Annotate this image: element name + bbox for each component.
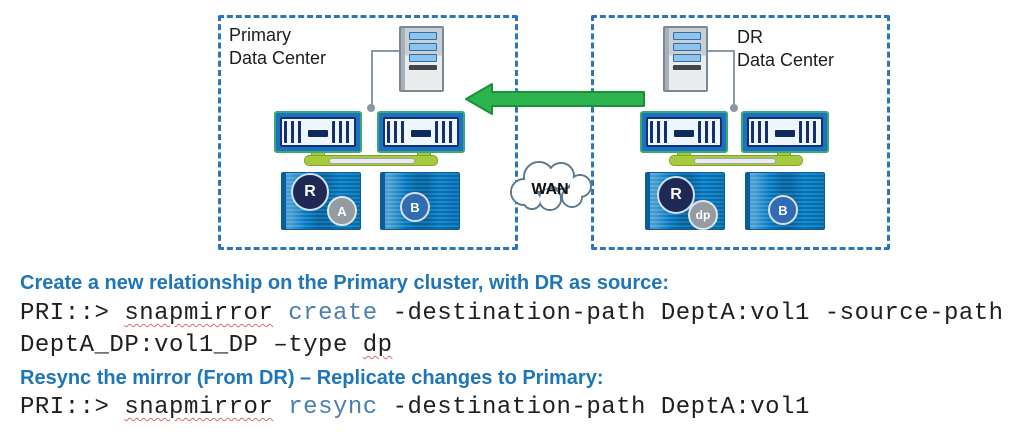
dr-server-link-dot [730, 104, 738, 112]
controller-stripes [435, 121, 455, 143]
command-snapmirror-resync: PRI::> snapmirror resync -destination-pa… [20, 396, 810, 420]
server-slot [673, 43, 701, 51]
controller-face [747, 117, 823, 147]
primary-storage-controller-icon [274, 111, 362, 153]
primary-datacenter-label: Primary Data Center [229, 24, 326, 70]
dr-label-line2: Data Center [737, 50, 835, 70]
server-slot [409, 43, 437, 51]
command-args: -destination-path DeptA:vol1 [377, 394, 810, 421]
server-slot [673, 54, 701, 62]
controller-face [383, 117, 459, 147]
dr-datacenter-box [591, 15, 890, 250]
primary-volume-b-badge: B [400, 192, 430, 222]
command-snapmirror-create: PRI::> snapmirror create -destination-pa… [20, 302, 1004, 326]
controller-bar [411, 130, 431, 137]
controller-stripes [332, 121, 352, 143]
controller-face [280, 117, 356, 147]
controller-bar [674, 130, 694, 137]
controller-stripes [751, 121, 771, 143]
controller-face [646, 117, 722, 147]
controller-center [409, 119, 433, 145]
cli-prompt: PRI::> [20, 300, 125, 327]
dr-server-link-line [707, 50, 735, 52]
dr-storage-controller-icon [741, 111, 829, 153]
command-word-snapmirror: snapmirror [124, 300, 274, 327]
controller-stripes [698, 121, 718, 143]
dr-volume-b-badge: B [768, 195, 798, 225]
controller-stripes [799, 121, 819, 143]
controller-bar [775, 130, 795, 137]
primary-server-link-line [371, 50, 399, 52]
command-verb-resync: resync [288, 394, 378, 421]
wan-label: WAN [531, 181, 568, 198]
dr-storage-controller-icon [640, 111, 728, 153]
controller-center [672, 119, 696, 145]
primary-label-line1: Primary [229, 25, 291, 45]
controller-stripes [387, 121, 407, 143]
server-slot [673, 32, 701, 40]
controller-stripes [650, 121, 670, 143]
server-vent [409, 65, 437, 70]
dr-server-icon [663, 26, 708, 92]
primary-root-volume-badge: R [291, 173, 329, 211]
dr-datacenter-label: DR Data Center [737, 26, 834, 72]
space [273, 300, 288, 327]
wan-cloud-icon: WAN [510, 161, 592, 211]
primary-volume-a-badge: A [327, 196, 357, 226]
command-args: -destination-path DeptA:vol1 -source-pat… [377, 300, 1004, 327]
server-slot [409, 32, 437, 40]
command-verb-create: create [288, 300, 378, 327]
server-vent [673, 65, 701, 70]
controller-bar [308, 130, 328, 137]
dr-volume-dp-badge: dp [688, 200, 718, 230]
primary-storage-controller-icon [377, 111, 465, 153]
controller-center [773, 119, 797, 145]
replication-arrow-icon [465, 83, 645, 115]
cli-prompt: PRI::> [20, 394, 125, 421]
primary-server-link-dot [367, 104, 375, 112]
server-slot [409, 54, 437, 62]
command-args: DeptA_DP:vol1_DP –type [20, 332, 363, 359]
primary-server-link-line [371, 50, 373, 108]
primary-label-line2: Data Center [229, 48, 327, 68]
primary-datacenter-box [218, 15, 518, 250]
command-snapmirror-create-continued: DeptA_DP:vol1_DP –type dp [20, 334, 393, 358]
command-word-dp: dp [362, 332, 393, 359]
primary-ha-cable [329, 158, 415, 164]
controller-stripes [284, 121, 304, 143]
heading-resync-mirror: Resync the mirror (From DR) – Replicate … [20, 367, 604, 389]
command-word-snapmirror: snapmirror [124, 394, 274, 421]
dr-label-line1: DR [737, 27, 763, 47]
heading-create-relationship: Create a new relationship on the Primary… [20, 272, 670, 294]
controller-center [306, 119, 330, 145]
dr-server-link-line [733, 50, 735, 108]
dr-ha-cable [694, 158, 776, 164]
space [273, 394, 288, 421]
primary-server-icon [399, 26, 444, 92]
